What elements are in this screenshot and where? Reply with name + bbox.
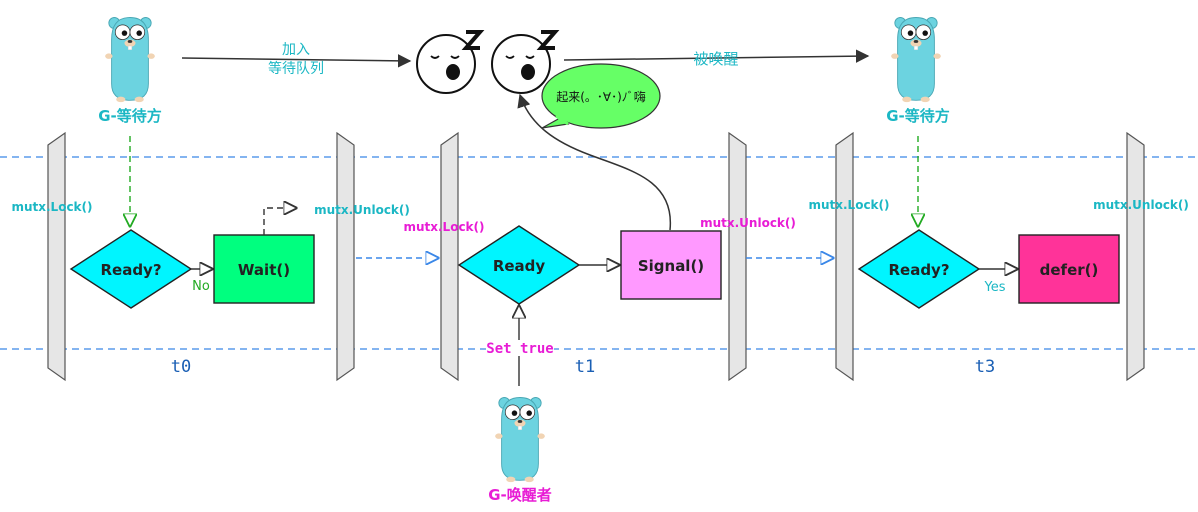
bracket-t1-left [440,131,459,382]
t3-unlock-label: mutx.Unlock() [1093,198,1189,212]
t0-phase-label: t0 [171,357,191,377]
set-true-bg [486,340,554,356]
join-queue-label-1: 加入 [282,42,310,58]
t1-condition-label: Ready [493,257,546,275]
bracket-t0-right [336,131,355,382]
gopher-waker-icon [494,397,546,483]
signal-wake-arrow [517,93,671,231]
sleeping-face-2-icon [491,30,560,94]
arrow-woken [563,49,870,63]
speech-text: 起来(。･∀･)ﾉﾞ嗨 [556,90,646,104]
t0-lock-label: mutx.Lock() [11,200,92,214]
t0-condition-label: Ready? [100,261,161,279]
t3-action-box [1018,234,1120,304]
gopher-waiter-right-icon [890,17,942,103]
waiter-left-label: G-等待方 [98,107,162,125]
arrow-to-queue [181,54,412,68]
t1-lock-label: mutx.Lock() [403,220,484,234]
t3-condition-diamond [857,229,981,309]
bracket-t3-right [1126,131,1145,382]
t1-condition-diamond [457,225,581,305]
t0-action-box [213,234,315,304]
sleeping-face-1-icon [416,30,485,94]
waiter-right-label: G-等待方 [886,107,950,125]
bracket-t1-right [728,131,747,382]
t3-phase-label: t3 [975,357,995,377]
set-true-label: Set true [486,341,553,357]
t0-wait-out-arrow [263,208,296,235]
t3-yes-label: Yes [984,280,1006,295]
t1-unlock-label: mutx.Unlock() [700,216,796,230]
bracket-t3-left [835,131,854,382]
t1-action-box [620,230,722,300]
t1-action-label: Signal() [638,257,704,275]
t3-condition-label: Ready? [888,261,949,279]
waker-label: G-唤醒者 [488,486,552,504]
t0-unlock-label: mutx.Unlock() [314,203,410,217]
speech-bubble [541,63,661,129]
gopher-waiter-left-icon [104,17,156,103]
join-queue-label-2: 等待队列 [268,60,324,77]
t3-lock-label: mutx.Lock() [808,198,889,212]
t0-action-label: Wait() [238,261,290,279]
t0-no-label: No [192,279,210,294]
t0-condition-diamond [69,229,193,309]
woken-label: 被唤醒 [693,50,738,68]
t3-action-label: defer() [1040,261,1099,279]
bracket-t0-left [47,131,66,382]
t1-phase-label: t1 [575,357,595,377]
